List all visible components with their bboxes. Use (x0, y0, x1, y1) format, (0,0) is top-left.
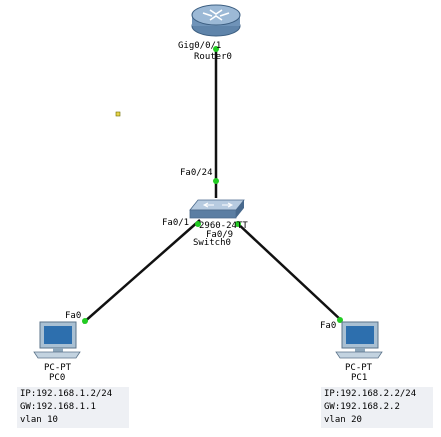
switch-name-label: Switch0 (193, 238, 231, 248)
pc0-type-label: PC-PT (44, 363, 72, 373)
link-switch-pc1[interactable] (235, 221, 343, 322)
link-switch-pc0[interactable] (82, 219, 201, 324)
switch-uplink-port-label: Fa0/24 (180, 168, 213, 178)
pc1-ip-text: IP:192.168.2.2/24 (324, 389, 417, 399)
port-light-router (213, 46, 219, 52)
pc1-port-label: Fa0 (320, 321, 336, 331)
pc0-note[interactable]: IP:192.168.1.2/24 GW:192.168.1.1 vlan 10 (17, 387, 129, 428)
pc1-vlan-text: vlan 20 (324, 415, 362, 425)
pc1-type-label: PC-PT (345, 363, 373, 373)
router-name-label: Router0 (194, 52, 232, 62)
switch-port-fa09-label: Fa0/9 (206, 230, 233, 240)
selection-marker (115, 111, 121, 117)
pc0-name-label: PC0 (49, 373, 65, 383)
port-light-switch-fa09 (235, 221, 241, 227)
pc-icon[interactable] (33, 321, 81, 359)
switch-icon[interactable] (189, 199, 245, 219)
pc0-gw-text: GW:192.168.1.1 (20, 402, 96, 412)
port-light-switch-fa024 (213, 178, 219, 184)
pc-icon[interactable] (335, 321, 383, 359)
switch-model-label: 2960-24TT (199, 221, 248, 231)
port-light-switch-fa01 (195, 221, 201, 227)
switch-port-fa01-label: Fa0/1 (162, 218, 189, 228)
pc1-name-label: PC1 (351, 373, 367, 383)
pc0-ip-text: IP:192.168.1.2/24 (20, 389, 113, 399)
router-icon[interactable] (191, 4, 241, 37)
pc0-port-label: Fa0 (65, 311, 81, 321)
pc0-vlan-text: vlan 10 (20, 415, 58, 425)
router-port-label: Gig0/0/1 (178, 41, 221, 51)
port-light-pc0 (82, 318, 88, 324)
pc1-gw-text: GW:192.168.2.2 (324, 402, 400, 412)
pc1-note[interactable]: IP:192.168.2.2/24 GW:192.168.2.2 vlan 20 (321, 387, 433, 428)
